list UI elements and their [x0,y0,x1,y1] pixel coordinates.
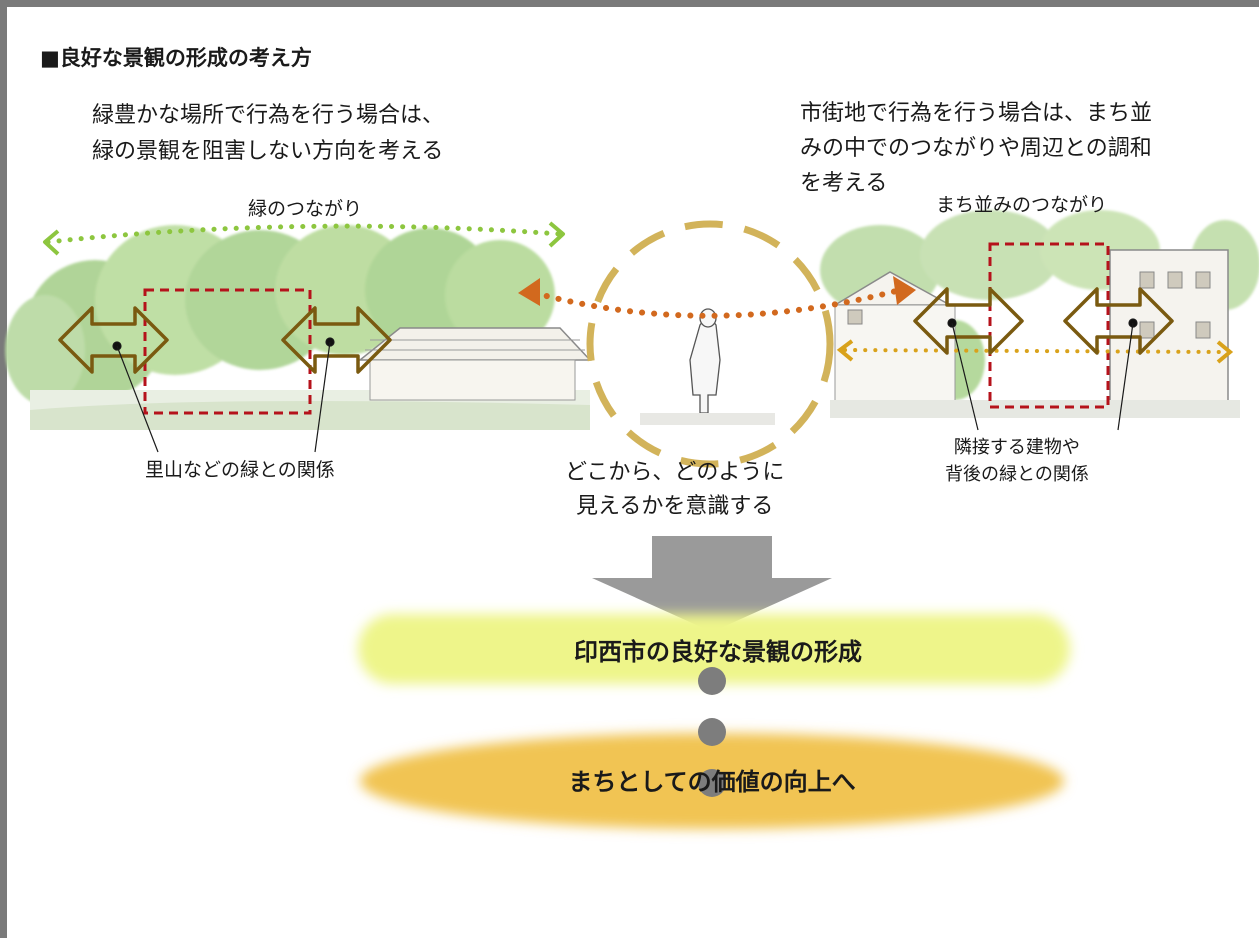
flow-dot-2 [698,718,726,746]
view-awareness-line1: どこから、どのように [565,460,785,485]
town-connection-arrow [843,348,1224,354]
view-circle [586,220,834,468]
gold-arrowhead-left [836,339,854,362]
leader-line [951,322,979,431]
green-arrowhead-right [548,221,565,248]
double-arrow-2 [281,306,392,374]
view-awareness-label: どこから、どのように 見えるかを意識する [565,456,784,524]
double-arrow-1 [58,306,169,374]
formation-band [358,614,1070,684]
gold-arrowhead-right [1216,340,1234,364]
orange-arrowhead-right [893,276,916,305]
double-arrow-4 [1063,287,1174,355]
leader-line [116,345,159,453]
green-arrowhead-left [43,229,60,256]
neighbor-relation-line1: 隣接する建物や [953,437,1080,458]
flow-dot-1 [698,667,726,695]
frame-satoyama [143,288,312,415]
green-area-note: 緑豊かな場所で行為を行う場合は、 緑の景観を阻害しない方向を考える [92,98,444,170]
neighbor-relation-line2: 背後の緑との関係 [945,464,1089,485]
flow-dot-3 [698,769,726,797]
section-heading: ■良好な景観の形成の考え方 [40,46,312,70]
value-label: まちとしての価値の向上へ [568,768,856,796]
green-connection-label: 緑のつながり [248,198,363,220]
town-illustration [820,210,1259,418]
green-connection-arrow [45,223,563,245]
town-connection-label: まち並みのつながり [936,194,1108,216]
urban-area-note-line1: 市街地で行為を行う場合は、まち並 [800,101,1153,126]
green-area-note-line2: 緑の景観を阻害しない方向を考える [92,139,444,164]
viewer-illustration [640,308,775,425]
frame-town [988,242,1110,409]
double-arrow-3 [913,287,1024,355]
urban-area-note-line3: を考える [800,171,888,196]
satoyama-relation-label: 里山などの緑との関係 [145,459,335,481]
urban-area-note: 市街地で行為を行う場合は、まち並 みの中でのつながりや周辺との調和 を考える [800,96,1152,201]
green-area-note-line1: 緑豊かな場所で行為を行う場合は、 [92,103,445,128]
leader-line [314,341,331,453]
view-awareness-line2: 見えるかを意識する [576,494,774,519]
down-arrow [592,536,832,632]
orange-arrowhead-left [518,278,540,306]
leader-line [1117,322,1134,431]
formation-label: 印西市の良好な景観の形成 [574,638,862,666]
urban-area-note-line2: みの中でのつながりや周辺との調和 [800,136,1152,161]
neighbor-relation-label: 隣接する建物や 背後の緑との関係 [945,434,1089,488]
view-connection-arrow [532,287,903,319]
